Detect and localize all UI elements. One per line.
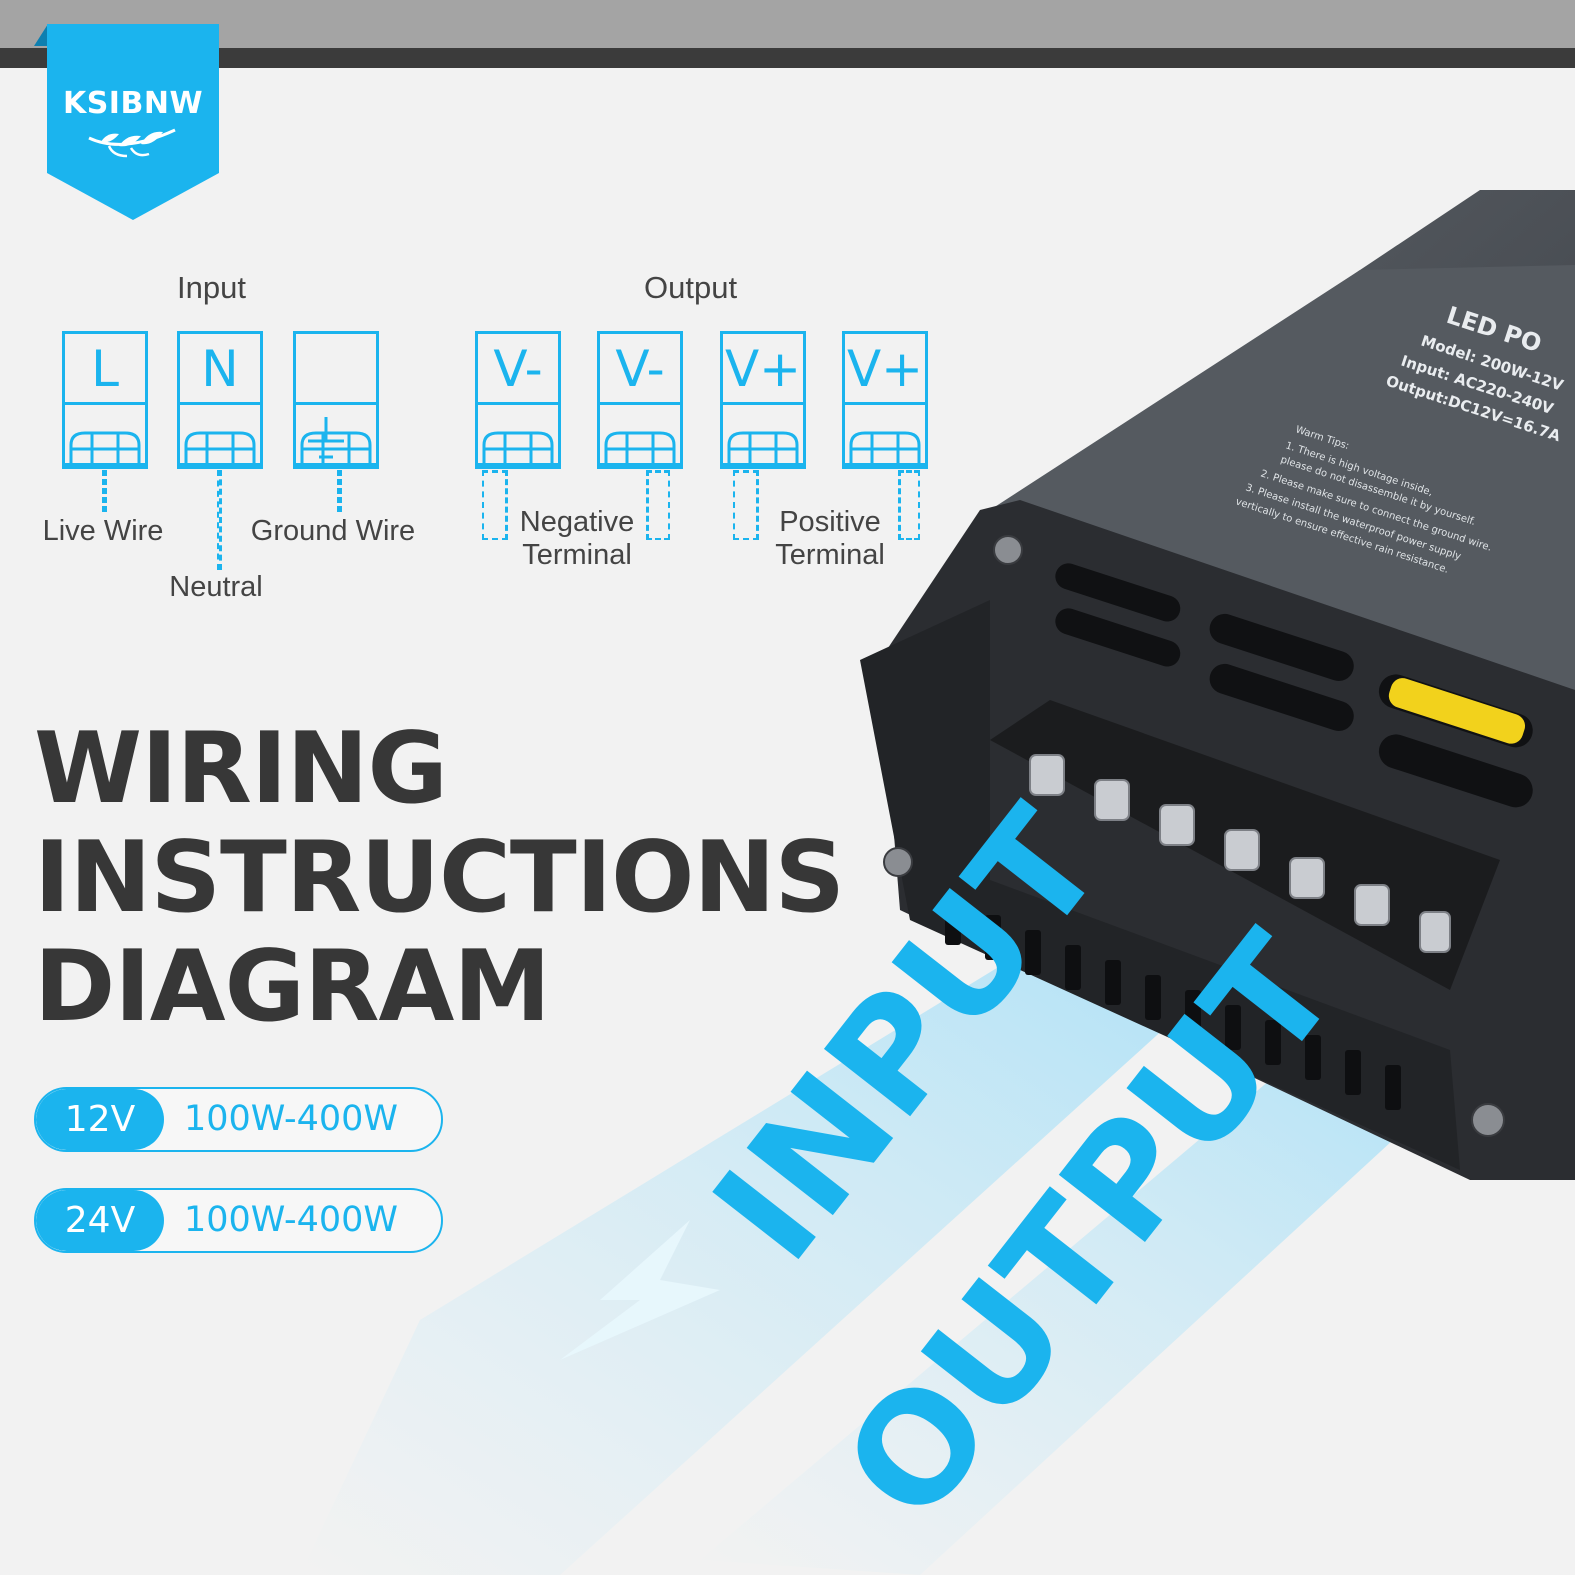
terminal-neutral: N — [177, 331, 263, 469]
wattage-range: 100W-400W — [184, 1099, 399, 1139]
voltage-badge: 24V — [36, 1190, 164, 1251]
voltage-badge: 12V — [36, 1089, 164, 1150]
terminal-negative-2: V- — [597, 331, 683, 469]
screw-block-icon — [845, 431, 925, 467]
positive-terminal-label: Positive Terminal — [775, 506, 885, 571]
neutral-connector — [217, 470, 222, 570]
positive-bracket-left — [733, 470, 759, 540]
title-line-3: DIAGRAM — [34, 930, 551, 1044]
top-band — [0, 0, 1575, 48]
terminal-symbol: N — [180, 334, 260, 405]
title-line-1: WIRING — [34, 712, 448, 826]
page-title: WIRING INSTRUCTIONS DIAGRAM — [34, 712, 845, 1044]
wattage-range: 100W-400W — [184, 1200, 399, 1240]
screw-block-icon — [600, 431, 680, 467]
brand-name: KSIBNW — [62, 86, 204, 121]
live-wire-label: Live Wire — [42, 515, 164, 547]
spec-pill-12v: 12V 100W-400W — [34, 1087, 443, 1152]
terminal-negative-1: V- — [475, 331, 561, 469]
screw-block-icon — [65, 431, 145, 467]
output-light-beam — [700, 1060, 1480, 1575]
neutral-label: Neutral — [169, 571, 263, 603]
terminal-ground — [293, 331, 379, 469]
spec-pill-24v: 24V 100W-400W — [34, 1188, 443, 1253]
screw-block-icon — [723, 431, 803, 467]
negative-terminal-label: Negative Terminal — [519, 506, 635, 571]
leaf-icon — [88, 128, 176, 158]
screw-block-icon — [180, 431, 260, 467]
negative-bracket-right — [646, 470, 670, 540]
terminal-symbol: V+ — [723, 334, 803, 405]
input-group-title: Input — [177, 270, 246, 305]
terminal-symbol: V- — [600, 334, 680, 405]
output-group-title: Output — [644, 270, 738, 305]
ground-connector — [337, 470, 342, 512]
positive-bracket-right — [898, 470, 920, 540]
input-light-beam — [300, 960, 1240, 1575]
live-connector — [102, 470, 107, 512]
top-divider — [0, 48, 1575, 68]
title-line-2: INSTRUCTIONS — [34, 821, 845, 935]
screw-block-icon — [478, 431, 558, 467]
screw-block-icon — [296, 431, 376, 467]
terminal-positive-1: V+ — [720, 331, 806, 469]
ground-wire-label: Ground Wire — [250, 515, 416, 547]
negative-bracket-left — [482, 470, 508, 540]
terminal-positive-2: V+ — [842, 331, 928, 469]
terminal-symbol: L — [65, 334, 145, 405]
terminal-symbol: V- — [478, 334, 558, 405]
brand-logo: KSIBNW — [47, 24, 219, 220]
terminal-live: L — [62, 331, 148, 469]
lightning-icon — [560, 1220, 720, 1360]
terminal-symbol: V+ — [845, 334, 925, 405]
